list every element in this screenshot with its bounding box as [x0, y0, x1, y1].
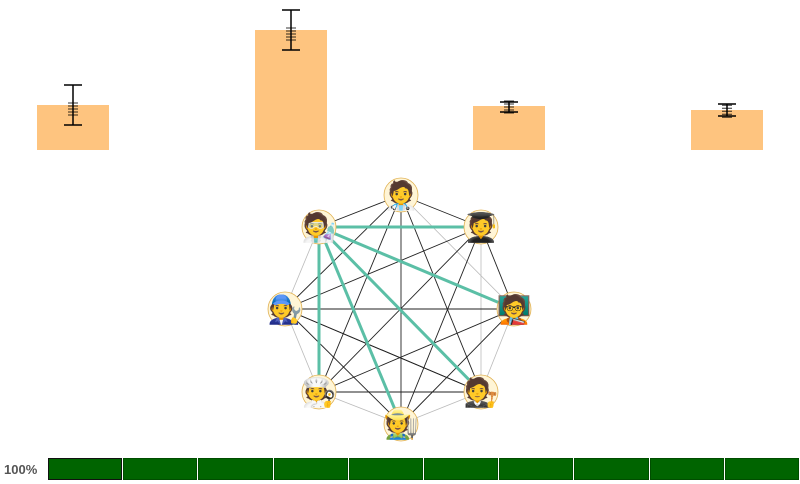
svg-text:🧑‍🍳: 🧑‍🍳 [302, 376, 337, 409]
cook-icon: 🧑‍🍳 [302, 374, 337, 410]
bar-chart [37, 9, 763, 150]
progress-segment-6 [424, 458, 499, 480]
error-bar-3 [500, 100, 518, 114]
progress-segment-8 [574, 458, 649, 480]
progress-segment-3 [198, 458, 273, 480]
progress-segment-9 [649, 458, 724, 480]
network-graph: 🧑‍⚕️ 🧑‍🎓 🧑‍🏫 🧑‍⚖️ 🧑‍🌾 🧑‍🍳 🧑‍🔧 🧑‍🔬 [268, 177, 532, 442]
svg-text:🧑‍🎓: 🧑‍🎓 [464, 211, 499, 244]
progress-label: 100% [4, 462, 38, 477]
edge-dark-7 [400, 226, 482, 425]
scientist-icon: 🧑‍🔬 [302, 209, 337, 245]
progress-segment-10 [724, 458, 799, 480]
svg-text:🧑‍🔧: 🧑‍🔧 [268, 293, 303, 326]
edge-dark-14 [284, 308, 402, 425]
progress-bar: 100% [0, 456, 800, 484]
progress-segment-4 [273, 458, 348, 480]
mechanic-icon: 🧑‍🔧 [268, 291, 303, 327]
progress-segment-7 [499, 458, 574, 480]
farmer-icon: 🧑‍🌾 [383, 406, 419, 442]
svg-text:🧑‍⚕️: 🧑‍⚕️ [384, 178, 419, 212]
progress-segments [48, 458, 800, 482]
progress-segment-5 [348, 458, 423, 480]
svg-text:🧑‍🌾: 🧑‍🌾 [383, 408, 419, 441]
svg-text:🧑‍⚖️: 🧑‍⚖️ [464, 375, 499, 409]
error-bar-4 [718, 103, 736, 118]
edge-highlight-3 [317, 226, 403, 425]
progress-segment-2 [123, 458, 198, 480]
judge-icon: 🧑‍⚖️ [464, 374, 499, 410]
error-bar-1 [64, 84, 82, 126]
edge-light-6 [400, 194, 515, 310]
edge-highlight-2 [317, 225, 483, 394]
teacher-icon: 🧑‍🏫 [497, 291, 532, 327]
svg-text:🧑‍🏫: 🧑‍🏫 [497, 292, 532, 326]
student-icon: 🧑‍🎓 [464, 209, 499, 245]
svg-text:🧑‍🔬: 🧑‍🔬 [302, 210, 337, 244]
edge-highlight-1 [318, 225, 515, 311]
edge-dark-10 [318, 308, 515, 393]
error-bar-2 [282, 9, 300, 51]
health-worker-icon: 🧑‍⚕️ [384, 177, 419, 213]
progress-segment-1 [48, 458, 123, 480]
